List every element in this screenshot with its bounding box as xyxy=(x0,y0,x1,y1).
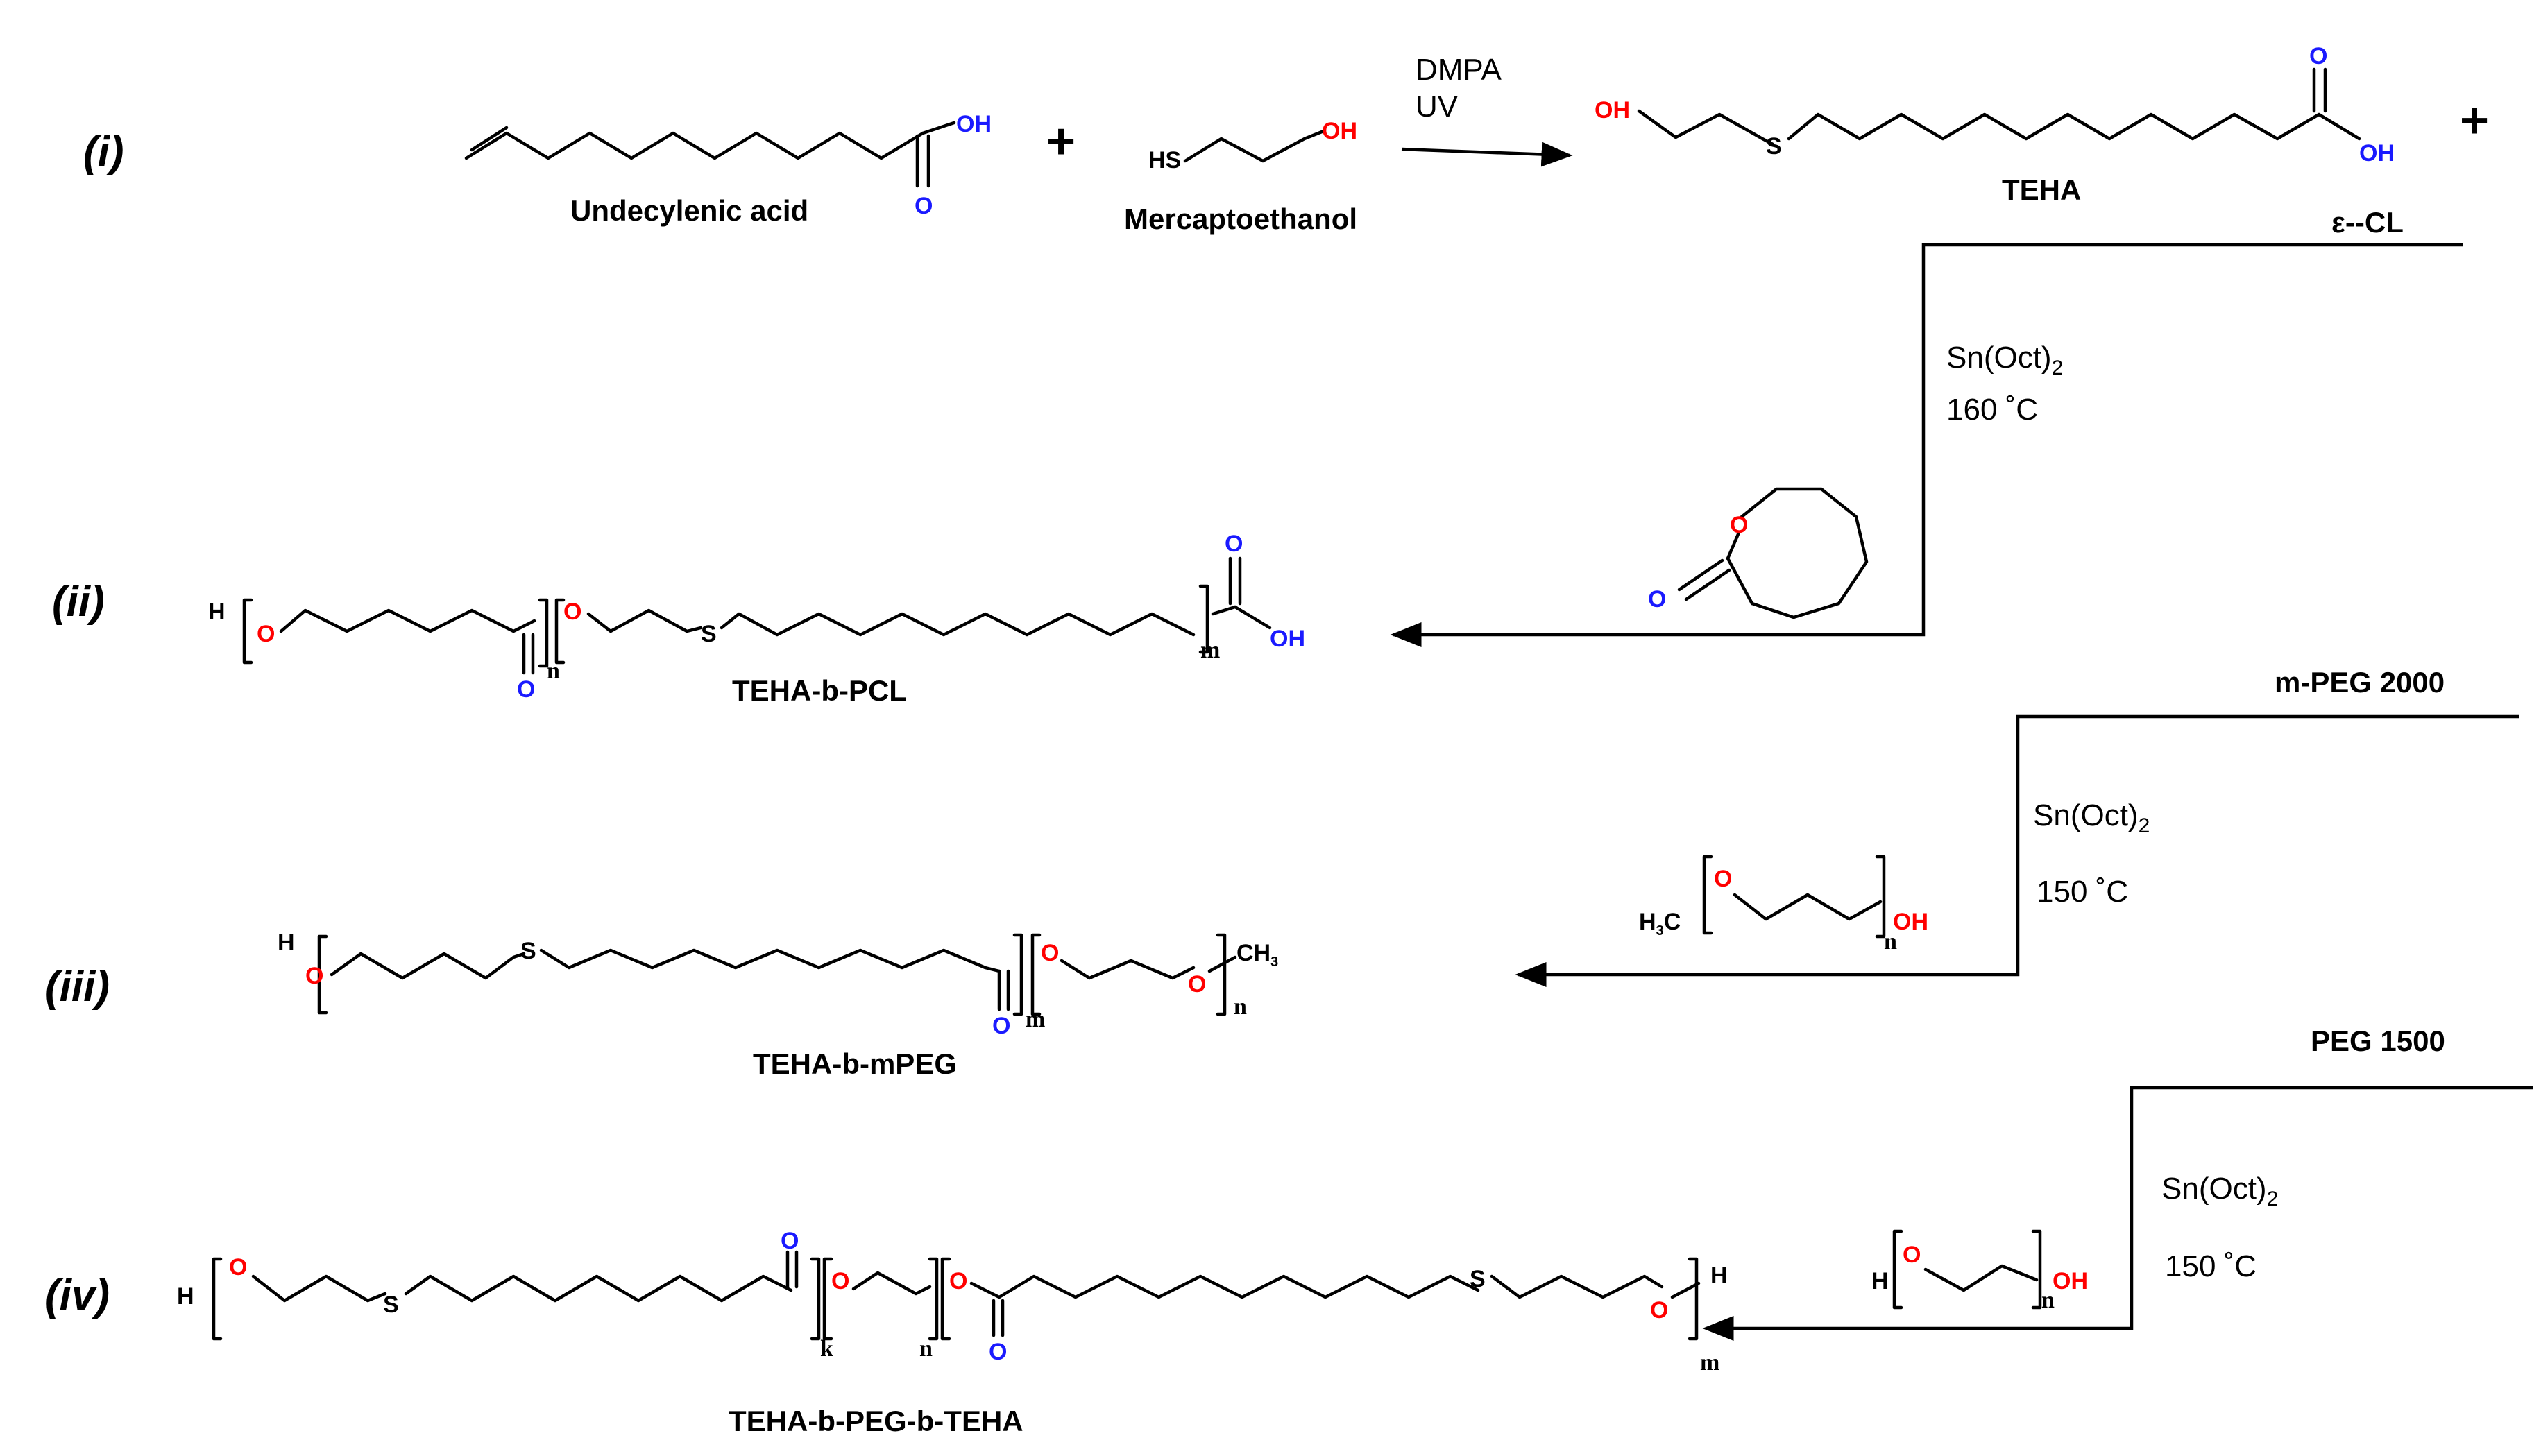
atom-o: O xyxy=(563,599,581,625)
atom-hs: HS xyxy=(1148,147,1181,173)
reaction-arrow xyxy=(1390,243,2463,647)
atom-o: O xyxy=(1648,586,1666,613)
atom-ch3: CH3 xyxy=(1236,940,1278,970)
atom-o: O xyxy=(781,1228,799,1254)
teha-b-pcl-label: TEHA-b-PCL xyxy=(732,674,907,707)
atom-o: O xyxy=(1730,512,1748,538)
mpeg-structure: H3C O n OH xyxy=(1639,855,1928,954)
atom-o: O xyxy=(517,676,535,703)
index-k: k xyxy=(820,1336,833,1362)
index-n: n xyxy=(2041,1287,2055,1313)
index-m: m xyxy=(1700,1350,1719,1376)
atom-s: S xyxy=(1470,1266,1486,1292)
teha-structure: OH S O OH xyxy=(1595,43,2395,166)
atom-o: O xyxy=(2309,43,2327,69)
index-n: n xyxy=(919,1336,933,1362)
atom-oh: OH xyxy=(956,111,992,137)
uv-label: UV xyxy=(1416,89,1459,123)
catalyst-label: Sn(Oct)2 xyxy=(2161,1172,2278,1210)
atom-s: S xyxy=(520,938,536,964)
atom-oh: OH xyxy=(1270,626,1305,652)
index-n: n xyxy=(547,658,560,684)
teha-b-mpeg-structure: H O S O m O O n CH3 xyxy=(278,930,1278,1039)
temperature-label: 150 ˚C xyxy=(2165,1249,2257,1283)
atom-o: O xyxy=(1650,1297,1668,1324)
reaction-arrow xyxy=(1515,714,2519,987)
reaction-arrow xyxy=(1401,142,1573,167)
atom-o: O xyxy=(992,1013,1010,1039)
caprolactone-label: ε--CL xyxy=(2331,206,2404,239)
step-label-ii: (ii) xyxy=(52,578,105,626)
temperature-label: 150 ˚C xyxy=(2037,875,2128,909)
atom-s: S xyxy=(383,1292,399,1318)
index-n: n xyxy=(1234,994,1247,1020)
index-n: n xyxy=(1884,929,1897,954)
atom-h: H xyxy=(1710,1262,1728,1289)
atom-o: O xyxy=(1714,866,1732,892)
atom-oh: OH xyxy=(1322,118,1357,144)
atom-o: O xyxy=(989,1339,1007,1365)
peg-structure: H O n OH xyxy=(1871,1229,2088,1313)
temperature-label: 160 ˚C xyxy=(1946,393,2038,427)
atom-oh: OH xyxy=(1595,97,1630,123)
step-label-i: (i) xyxy=(83,128,124,176)
atom-o: O xyxy=(1041,940,1059,966)
teha-label: TEHA xyxy=(2002,173,2081,206)
atom-s: S xyxy=(1766,133,1782,160)
atom-o: O xyxy=(305,963,323,989)
step-label-iv: (iv) xyxy=(45,1271,110,1319)
undecylenic-acid-structure: OH O xyxy=(464,111,992,219)
catalyst-label: Sn(Oct)2 xyxy=(1946,341,2063,379)
atom-h3c: H3C xyxy=(1639,909,1681,939)
atom-h: H xyxy=(278,930,295,956)
teha-b-mpeg-label: TEHA-b-mPEG xyxy=(753,1047,957,1080)
atom-h: H xyxy=(1871,1268,1889,1294)
atom-oh: OH xyxy=(2053,1268,2088,1294)
caprolactone-structure: O O xyxy=(1648,487,1869,619)
atom-o: O xyxy=(257,621,275,647)
teha-b-peg-b-teha-structure: H O S O k O n O O S O m H xyxy=(177,1228,1728,1376)
plus-sign: + xyxy=(1046,114,1076,169)
mpeg-label: m-PEG 2000 xyxy=(2275,666,2445,699)
teha-b-pcl-structure: H O O n O S m O OH xyxy=(208,531,1305,703)
teha-b-peg-b-teha-label: TEHA-b-PEG-b-TEHA xyxy=(729,1405,1023,1437)
atom-o: O xyxy=(915,193,933,219)
peg-label: PEG 1500 xyxy=(2311,1025,2445,1057)
step-label-iii: (iii) xyxy=(45,963,110,1011)
mercaptoethanol-structure: HS OH xyxy=(1148,118,1357,173)
undecylenic-acid-label: Undecylenic acid xyxy=(570,194,808,227)
atom-h: H xyxy=(208,599,226,625)
atom-o: O xyxy=(229,1254,247,1281)
catalyst-label: Sn(Oct)2 xyxy=(2033,798,2150,837)
atom-o: O xyxy=(1225,531,1243,557)
atom-s: S xyxy=(701,621,717,647)
atom-h: H xyxy=(177,1283,194,1310)
dmpa-label: DMPA xyxy=(1416,53,1502,87)
mercaptoethanol-label: Mercaptoethanol xyxy=(1124,203,1357,235)
index-m: m xyxy=(1200,637,1220,663)
atom-o: O xyxy=(1188,971,1206,997)
plus-sign: + xyxy=(2460,93,2489,148)
reaction-arrow xyxy=(1702,1086,2533,1341)
atom-o: O xyxy=(949,1268,967,1294)
atom-o: O xyxy=(1903,1242,1921,1268)
index-m: m xyxy=(1026,1007,1045,1032)
atom-oh: OH xyxy=(1893,909,1928,935)
atom-oh: OH xyxy=(2359,140,2395,166)
atom-o: O xyxy=(831,1268,849,1294)
